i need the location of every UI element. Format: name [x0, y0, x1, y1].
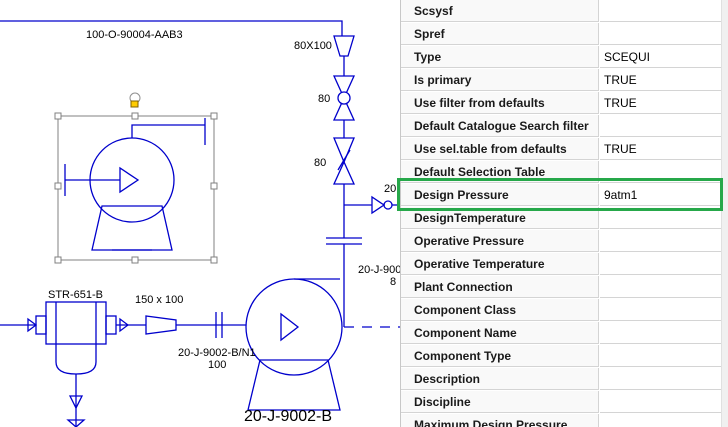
property-row[interactable]: Discipline [401, 391, 728, 414]
label-right-tag: 20-J-900 [358, 264, 400, 276]
gate-valve-icon [332, 75, 356, 100]
top-pipeline [0, 20, 343, 36]
highlight-box [397, 178, 723, 211]
property-value[interactable] [600, 391, 722, 413]
property-row[interactable]: Operative Temperature [401, 253, 728, 276]
property-key: Maximum Design Pressure [401, 414, 599, 427]
property-key: Design Pressure [401, 184, 599, 206]
pid-drawing [0, 20, 400, 427]
property-value[interactable] [600, 414, 722, 427]
property-key: Operative Temperature [401, 253, 599, 275]
property-key: Plant Connection [401, 276, 599, 298]
property-key: Component Class [401, 299, 599, 321]
properties-scrollbar[interactable] [721, 0, 728, 427]
property-value[interactable] [600, 253, 722, 275]
reducer-left-icon [145, 315, 177, 335]
property-row[interactable]: Default Catalogue Search filter [401, 115, 728, 138]
property-key: Discipline [401, 391, 599, 413]
property-key: Is primary [401, 69, 599, 91]
label-reducer-top: 80X100 [294, 40, 332, 52]
property-value[interactable]: SCEQUI [600, 46, 722, 68]
label-nozzle-tag: 20-J-9002-B/N1 [178, 347, 256, 359]
property-row[interactable]: Maximum Design Pressure [401, 414, 728, 427]
label-strainer: STR-651-B [48, 289, 104, 301]
property-value[interactable]: TRUE [600, 138, 722, 160]
property-value[interactable]: TRUE [600, 69, 722, 91]
strainer-flange-left [35, 315, 47, 335]
property-row[interactable]: DesignTemperature [401, 207, 728, 230]
reducer-top-icon [333, 35, 355, 57]
property-key: Spref [401, 23, 599, 45]
property-row[interactable]: Scsysf [401, 0, 728, 23]
property-value[interactable] [600, 276, 722, 298]
label-right-num: 8 [390, 276, 397, 288]
property-value[interactable] [600, 207, 722, 229]
property-key: DesignTemperature [401, 207, 599, 229]
property-key: Operative Pressure [401, 230, 599, 252]
property-key: Default Selection Table [401, 161, 599, 183]
property-value[interactable]: 9atm1 [600, 184, 722, 206]
property-row[interactable]: Component Name [401, 322, 728, 345]
property-row[interactable]: Spref [401, 23, 728, 46]
label-reducer-left: 150 x 100 [135, 294, 184, 306]
property-row[interactable]: Default Selection Table [401, 161, 728, 184]
check-valve-icon [333, 137, 355, 164]
label-top-line: 100-O-90004-AAB3 [86, 29, 183, 41]
property-value[interactable] [600, 230, 722, 252]
property-row[interactable]: Operative Pressure [401, 230, 728, 253]
property-key: Component Name [401, 322, 599, 344]
label-valve-size: 80 [318, 93, 331, 105]
property-row[interactable]: Component Class [401, 299, 728, 322]
property-row[interactable]: Description [401, 368, 728, 391]
property-key: Description [401, 368, 599, 390]
property-value[interactable] [600, 0, 722, 22]
label-pump-tag: 20-J-9002-B [244, 408, 333, 425]
property-row[interactable]: Plant Connection [401, 276, 728, 299]
property-key: Scsysf [401, 0, 599, 22]
property-value[interactable] [600, 345, 722, 367]
property-value[interactable]: TRUE [600, 92, 722, 114]
label-tag-cut: 20 [384, 183, 397, 195]
property-key: Type [401, 46, 599, 68]
property-value[interactable] [600, 299, 722, 321]
label-check-valve-size: 80 [314, 157, 327, 169]
property-value[interactable] [600, 23, 722, 45]
property-value[interactable] [600, 161, 722, 183]
property-key: Use sel.table from defaults [401, 138, 599, 160]
property-value[interactable] [600, 115, 722, 137]
property-value[interactable] [600, 368, 722, 390]
property-value[interactable] [600, 322, 722, 344]
property-row[interactable]: Component Type [401, 345, 728, 368]
label-nozzle-size: 100 [208, 359, 227, 371]
property-key: Default Catalogue Search filter [401, 115, 599, 137]
selection-box [54, 92, 218, 264]
property-key: Use filter from defaults [401, 92, 599, 114]
diagram-canvas[interactable]: 100-O-90004-AAB3 80X100 80 80 20 STR-651… [0, 0, 400, 427]
strainer-icon [55, 302, 97, 375]
property-key: Component Type [401, 345, 599, 367]
